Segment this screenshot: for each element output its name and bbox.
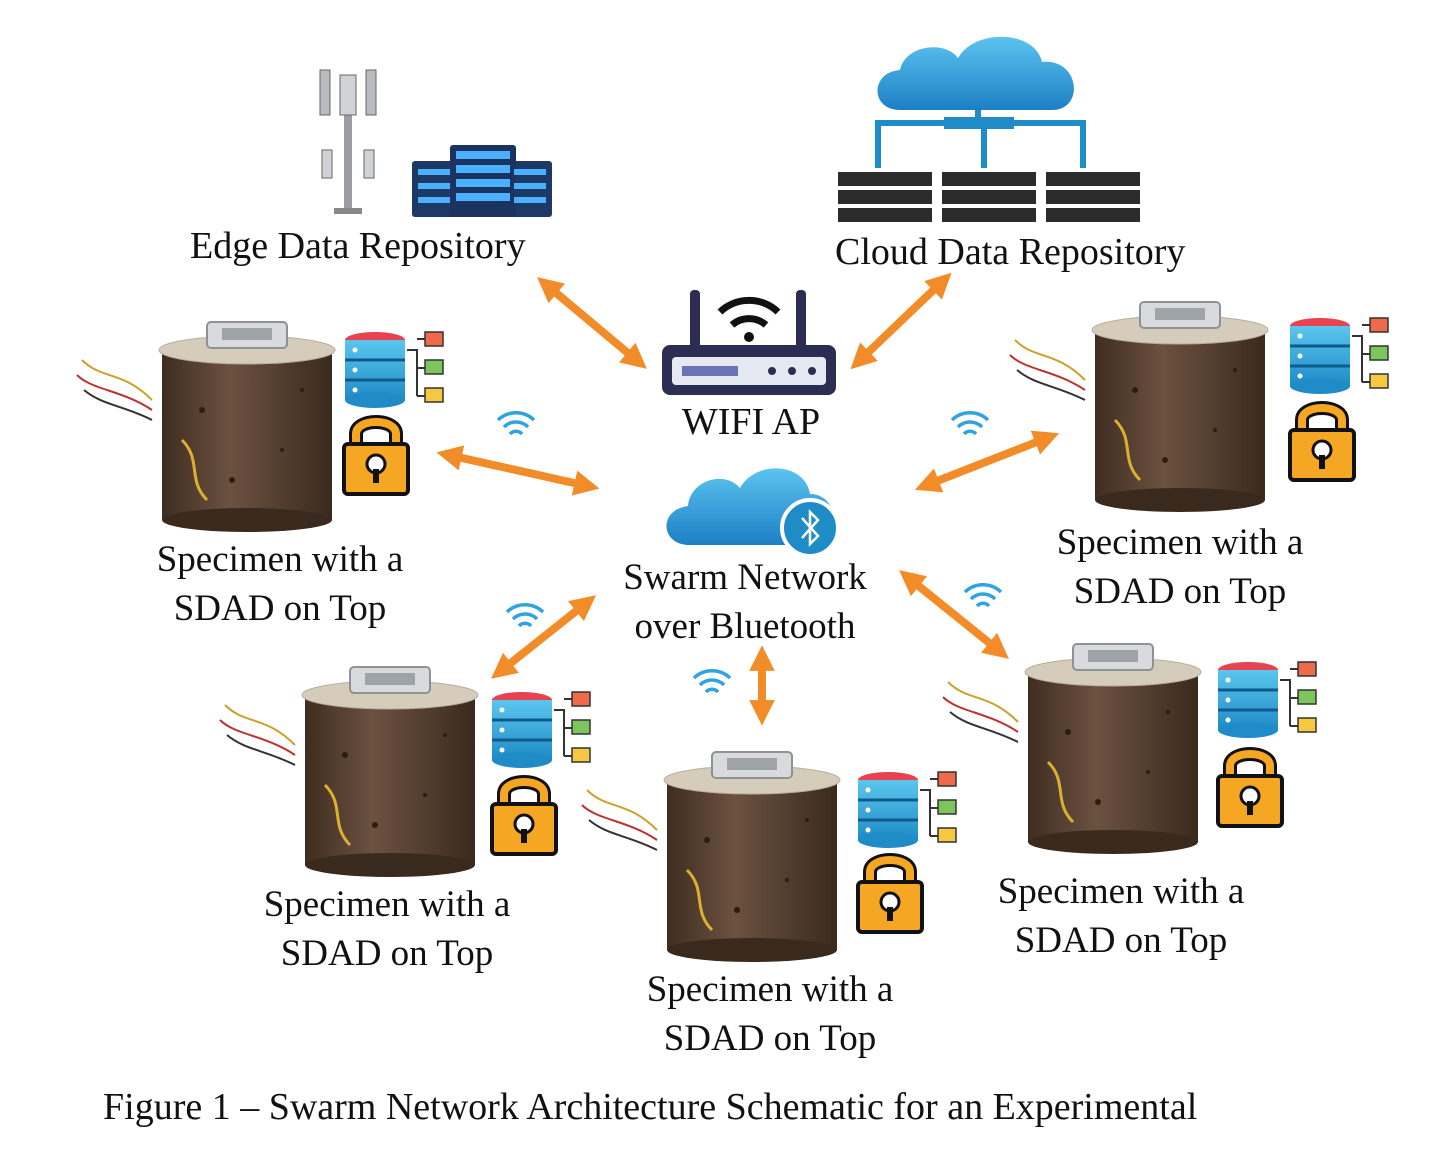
wifi-ap-label: WIFI AP xyxy=(681,401,821,443)
server-rack-icon xyxy=(412,145,552,217)
specimen-2-label: Specimen with a SDAD on Top xyxy=(1057,518,1304,616)
specimen-label-line2: SDAD on Top xyxy=(1073,571,1287,612)
specimen-label-line2: SDAD on Top xyxy=(173,588,387,629)
specimen-4-label: Specimen with a SDAD on Top xyxy=(647,965,894,1063)
connection-arrows xyxy=(436,272,1060,726)
specimen-3 xyxy=(218,665,592,879)
swarm-network-label: Swarm Network over Bluetooth xyxy=(623,553,867,651)
specimen-3-label: Specimen with a SDAD on Top xyxy=(264,880,511,978)
arrow-edge-wifi xyxy=(537,277,647,369)
specimen-label-line1: Specimen with a xyxy=(263,884,511,925)
specimen-5-label: Specimen with a SDAD on Top xyxy=(998,867,1245,965)
specimen-label-line1: Specimen with a xyxy=(997,871,1245,912)
arrow-cloud-wifi xyxy=(850,272,952,370)
cell-tower-icon xyxy=(319,69,377,214)
specimen-1 xyxy=(75,320,445,534)
swarm-label-line1: Swarm Network xyxy=(623,557,867,598)
specimen-label-line1: Specimen with a xyxy=(1056,522,1304,563)
wifi-router-icon xyxy=(662,290,836,395)
specimen-5 xyxy=(941,642,1318,856)
cloud-icon xyxy=(877,36,1074,110)
swarm-label-line2: over Bluetooth xyxy=(634,606,856,647)
cloud-repository-label: Cloud Data Repository xyxy=(835,231,1186,273)
specimen-label-line1: Specimen with a xyxy=(646,969,894,1010)
arrow-specimen5-swarm xyxy=(899,570,1009,659)
specimen-label-line1: Specimen with a xyxy=(156,539,404,580)
specimen-label-line2: SDAD on Top xyxy=(280,933,494,974)
bluetooth-cloud-icon xyxy=(666,468,840,558)
specimen-2 xyxy=(1008,300,1390,514)
arrow-specimen1-swarm xyxy=(436,445,600,496)
edge-repository-label: Edge Data Repository xyxy=(190,225,526,267)
figure-caption: Figure 1 – Swarm Network Architecture Sc… xyxy=(103,1086,1198,1128)
specimen-label-line2: SDAD on Top xyxy=(1014,920,1228,961)
arrow-specimen3-swarm xyxy=(490,595,597,679)
server-icon xyxy=(838,110,1140,222)
arrow-specimen2-swarm xyxy=(914,430,1060,493)
specimen-4 xyxy=(580,750,958,964)
specimen-label-line2: SDAD on Top xyxy=(663,1018,877,1059)
specimen-1-label: Specimen with a SDAD on Top xyxy=(157,535,404,633)
